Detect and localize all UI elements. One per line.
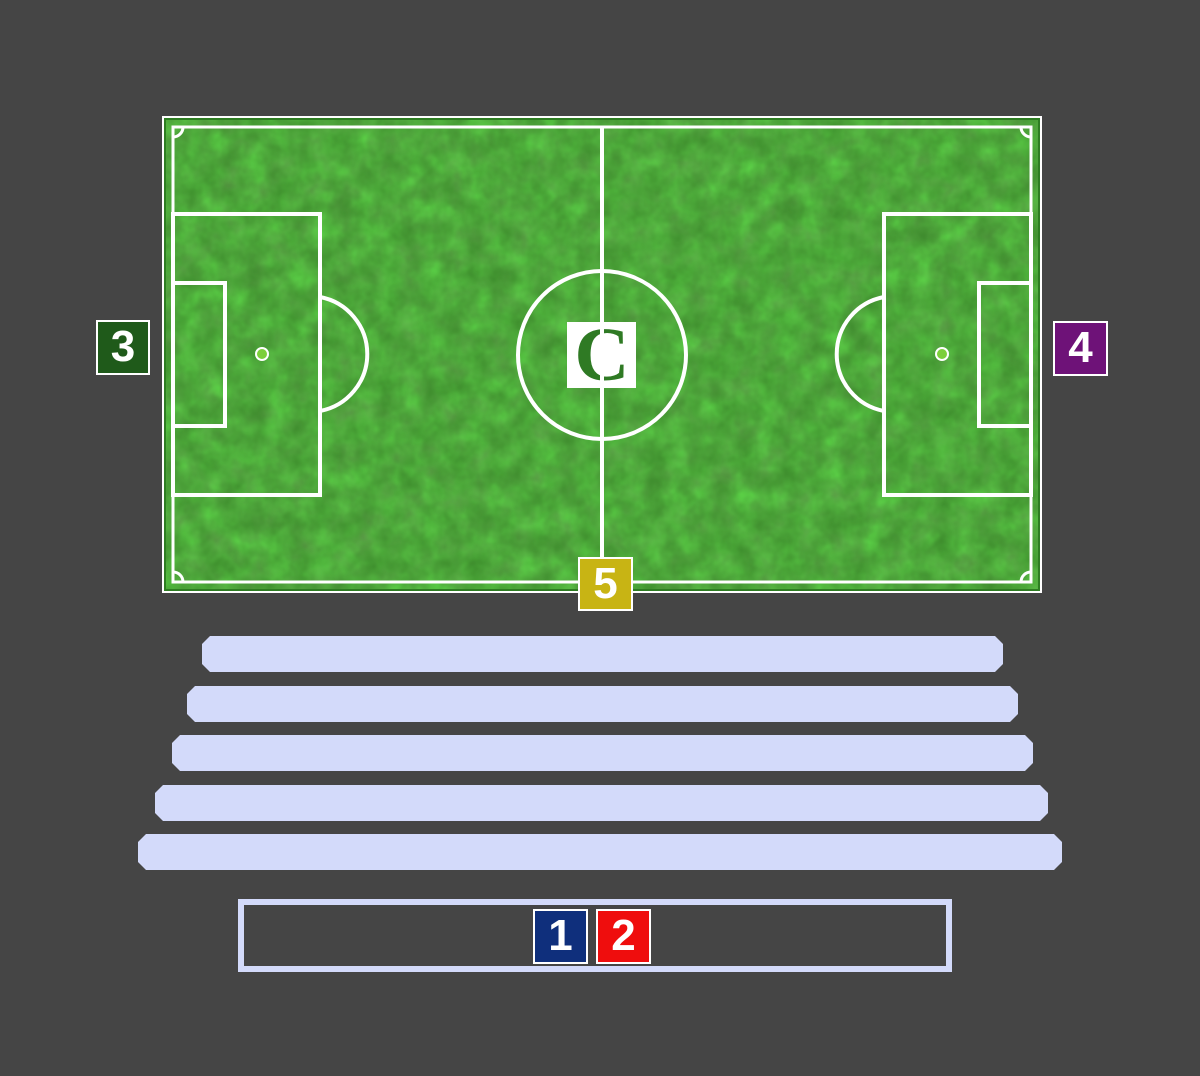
marker-1[interactable]: 1 <box>533 909 588 964</box>
corner-arc-top-left <box>172 126 185 139</box>
stand-row-2 <box>187 686 1018 722</box>
centre-circle <box>516 269 688 441</box>
stand-row-5 <box>138 834 1062 870</box>
pitch-markings <box>171 125 1033 584</box>
left-penalty-spot <box>255 347 269 361</box>
corner-arc-top-right <box>1019 126 1032 139</box>
marker-5[interactable]: 5 <box>578 557 633 611</box>
marker-4[interactable]: 4 <box>1053 321 1108 376</box>
right-penalty-arc <box>834 295 885 413</box>
stand-row-3 <box>172 735 1033 771</box>
dugout-box <box>238 899 952 972</box>
marker-2[interactable]: 2 <box>596 909 651 964</box>
right-goal-area <box>977 281 1033 428</box>
stand-row-4 <box>155 785 1048 821</box>
centre-logo: C <box>567 313 636 397</box>
corner-arc-bottom-right <box>1019 570 1032 583</box>
right-penalty-spot <box>935 347 949 361</box>
left-goal-area <box>171 281 227 428</box>
stand-row-1 <box>202 636 1003 672</box>
marker-3[interactable]: 3 <box>96 320 150 375</box>
corner-arc-bottom-left <box>172 570 185 583</box>
left-penalty-arc <box>319 295 370 413</box>
